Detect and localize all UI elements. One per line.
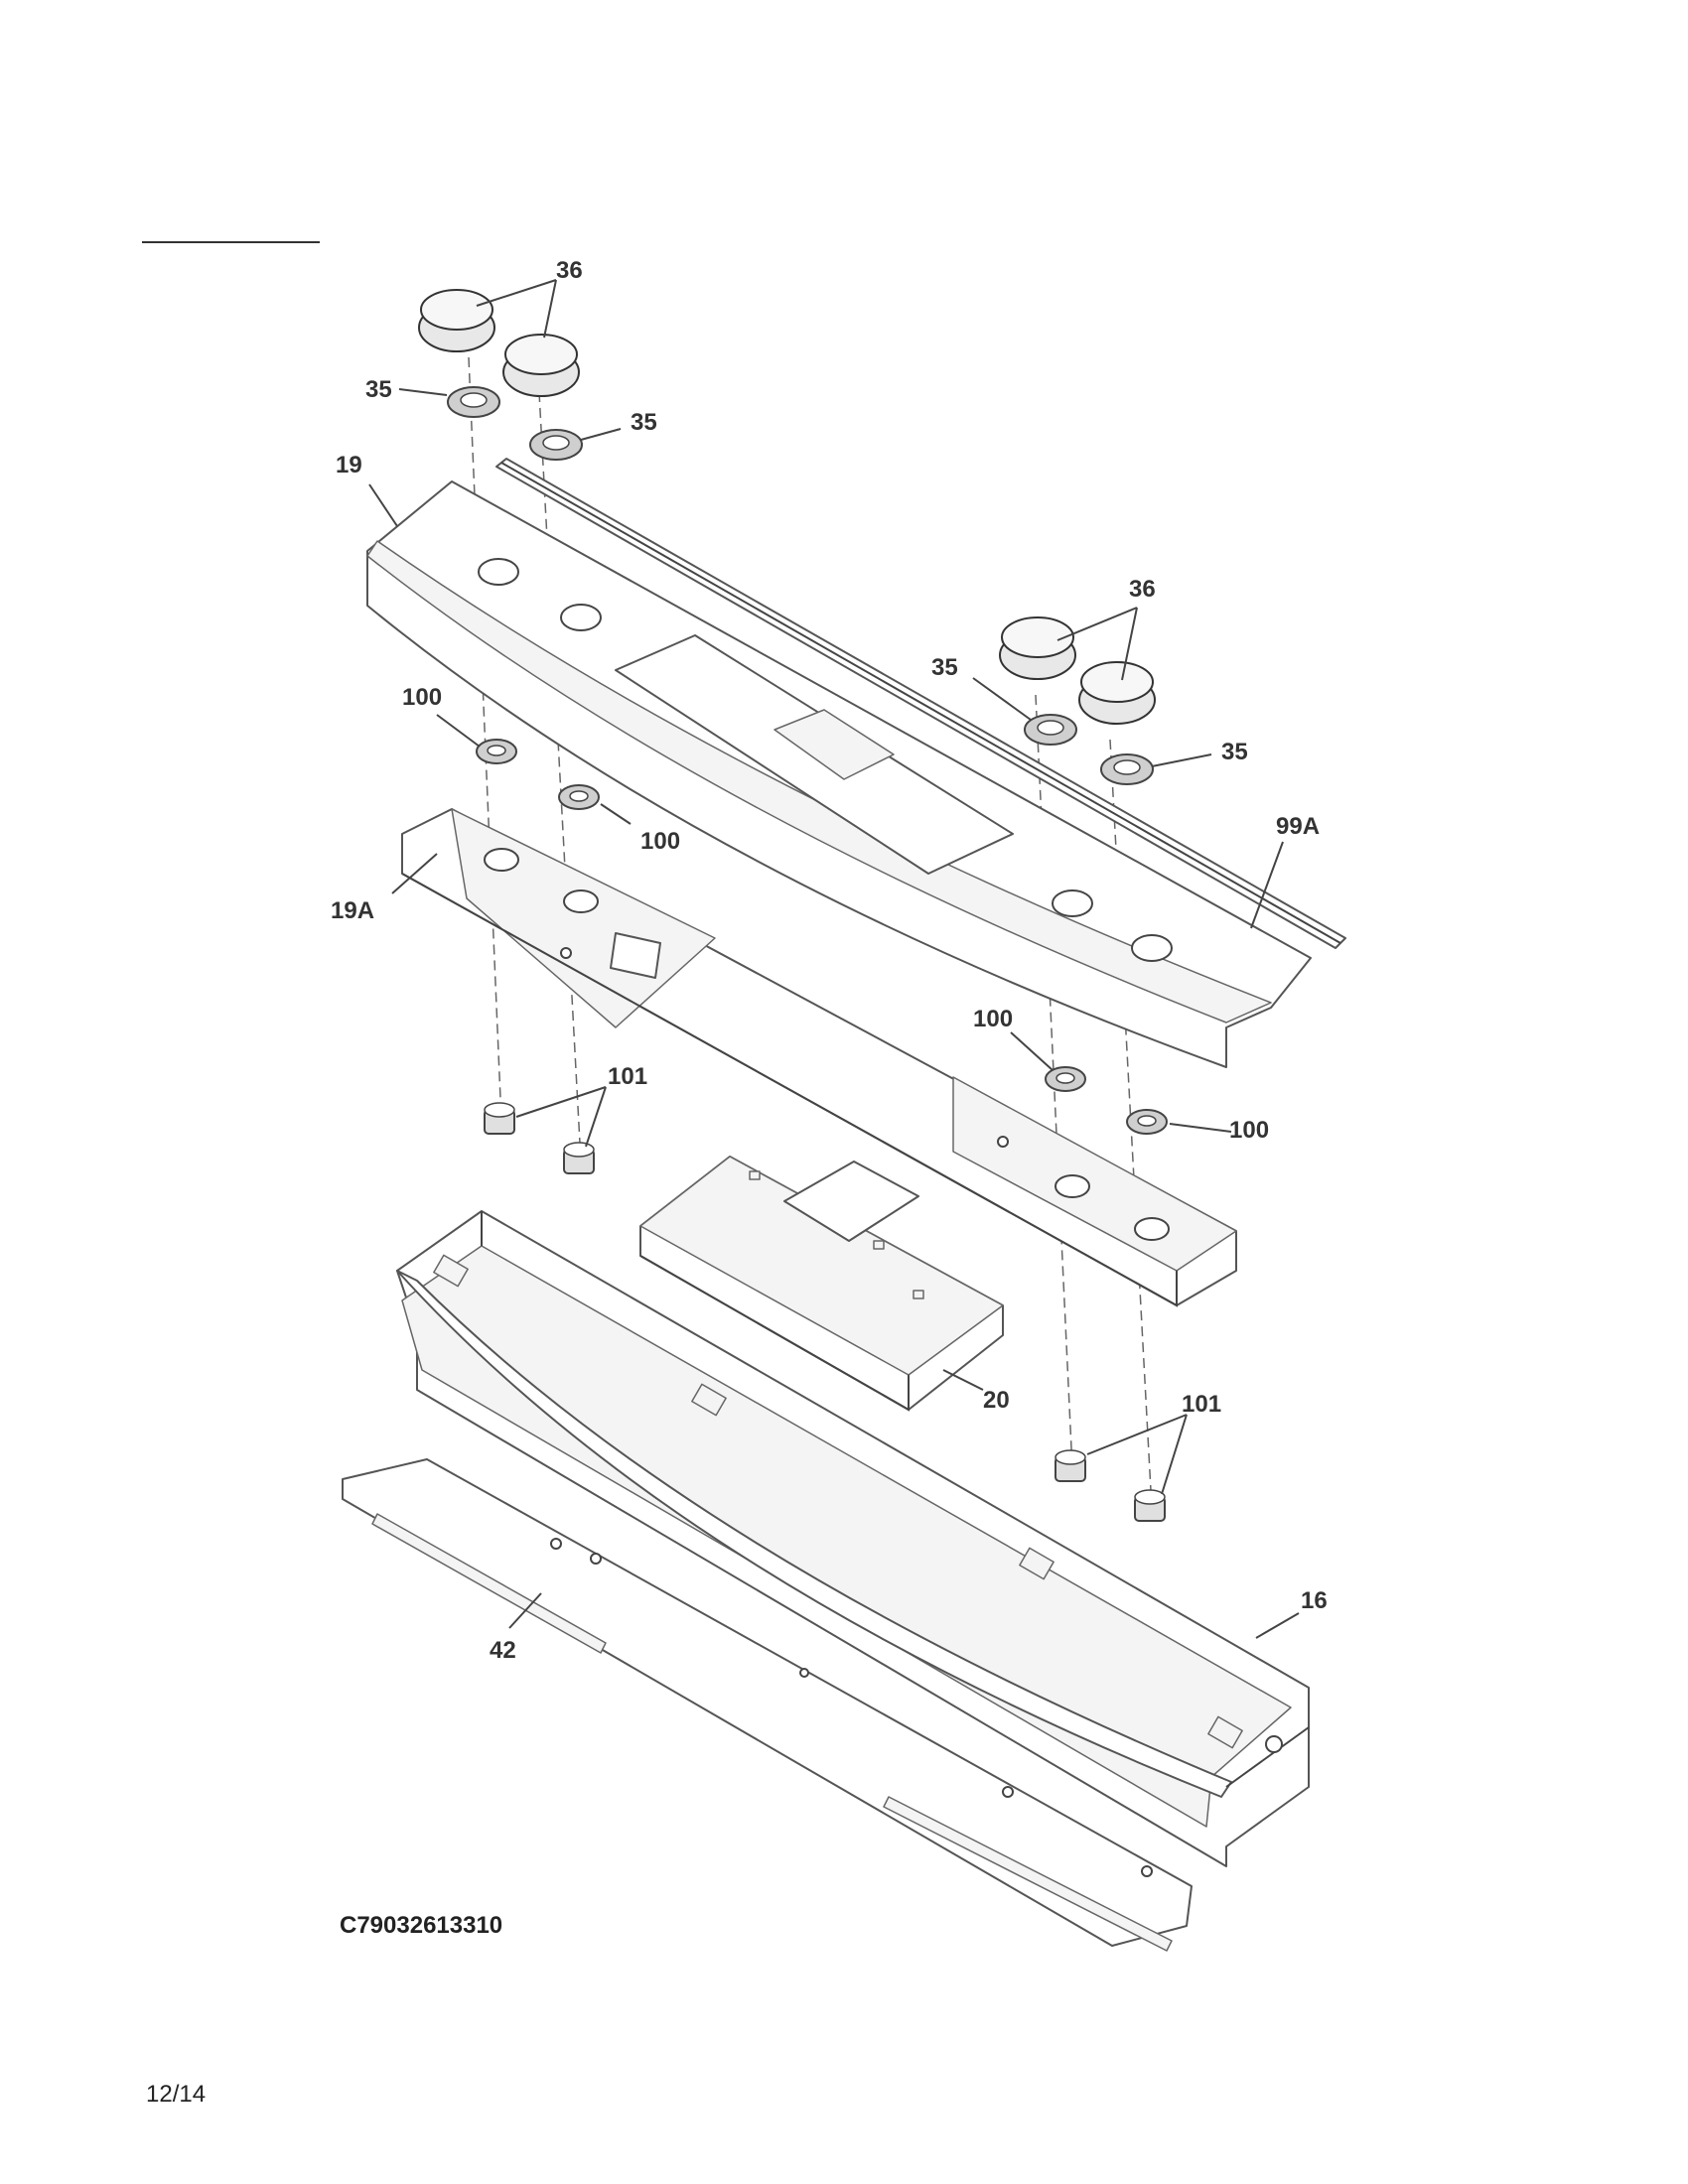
label-20: 20: [983, 1387, 1010, 1414]
nut-101-a: [484, 1102, 515, 1135]
bezel-35-b: [529, 429, 583, 461]
label-35-r1: 35: [931, 654, 958, 681]
washer-100-a: [476, 739, 517, 764]
knob-36-c: [999, 616, 1076, 680]
part-99a-trim: [495, 458, 1346, 949]
label-36-right: 36: [1129, 576, 1156, 603]
washer-100-b: [558, 784, 600, 810]
page-number: 12/14: [146, 2081, 206, 2108]
label-35-right: 35: [631, 409, 657, 436]
label-35-r2: 35: [1221, 739, 1248, 765]
drawing-code: C79032613310: [340, 1912, 502, 1939]
knob-36-a: [418, 289, 495, 352]
washer-100-c: [1045, 1066, 1086, 1092]
label-19: 19: [336, 452, 362, 478]
label-35-left: 35: [365, 376, 392, 403]
label-101-left: 101: [608, 1063, 647, 1090]
bezel-35-d: [1100, 753, 1154, 785]
label-100-a: 100: [402, 684, 442, 711]
bezel-35-c: [1024, 714, 1077, 746]
part-16-housing: [396, 1210, 1310, 1867]
label-100-b: 100: [640, 828, 680, 855]
nut-101-d: [1134, 1489, 1166, 1522]
washer-100-d: [1126, 1109, 1168, 1135]
label-101-right: 101: [1182, 1391, 1221, 1418]
label-99a: 99A: [1276, 813, 1320, 840]
label-19a: 19A: [331, 897, 374, 924]
label-100-d: 100: [1229, 1117, 1269, 1144]
nut-101-b: [563, 1142, 595, 1174]
part-19a-bracket: [401, 808, 1237, 1307]
part-42-strip: [342, 1458, 1193, 1952]
label-16: 16: [1301, 1587, 1328, 1614]
label-42: 42: [490, 1637, 516, 1664]
nut-101-c: [1055, 1449, 1086, 1482]
label-100-c: 100: [973, 1006, 1013, 1032]
part-20-control-board: [639, 1156, 1004, 1412]
bezel-35-a: [447, 386, 500, 418]
leader-lines: [368, 279, 1300, 1639]
knob-36-d: [1078, 661, 1156, 725]
label-36-top: 36: [556, 257, 583, 284]
knob-36-b: [502, 334, 580, 397]
part-19-console: [366, 480, 1312, 1068]
